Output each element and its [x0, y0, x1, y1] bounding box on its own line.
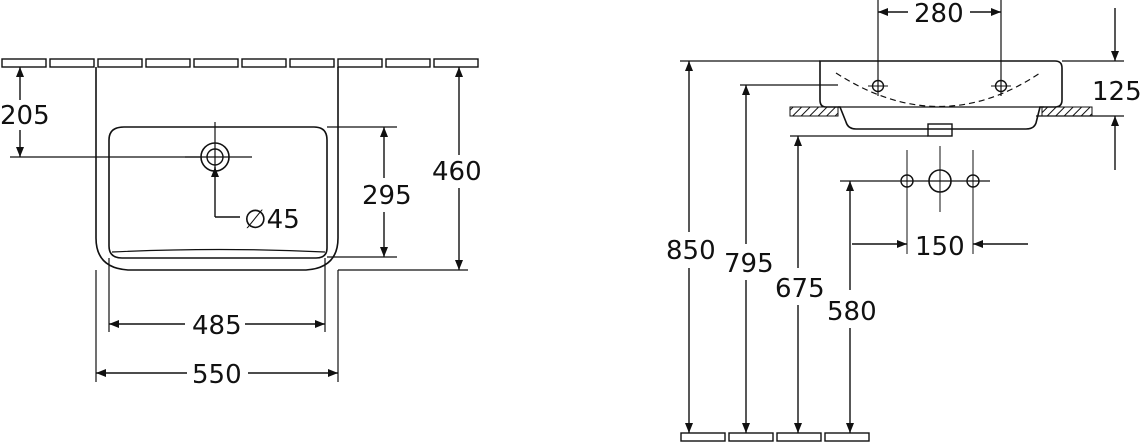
pipe-connections — [900, 146, 980, 254]
basin-drain — [927, 123, 953, 137]
basin-bowl-outline — [108, 126, 328, 259]
dim-outer-width-label: 550 — [192, 360, 242, 390]
dim-pipe-spacing-label: 150 — [915, 232, 965, 262]
wall-hatch-left — [789, 106, 839, 117]
dim-height-bottom-label: 675 — [775, 274, 825, 304]
tap-holes-side — [868, 79, 1011, 93]
top-view: 205 ∅45 295 460 485 550 — [0, 58, 482, 390]
dim-thickness-label: 125 — [1092, 77, 1140, 107]
dim-offset-label: 205 — [0, 101, 50, 131]
dim-inner-depth-label: 295 — [362, 181, 412, 211]
dim-height-lower-label: 795 — [724, 249, 774, 279]
side-view: 280 125 850 795 675 580 — [666, 0, 1140, 442]
basin-bowl-dashed — [835, 72, 1041, 108]
basin-side-outline — [819, 60, 1063, 130]
basin-inner-curve — [111, 248, 326, 253]
dim-height-pipes-label: 580 — [827, 297, 877, 327]
dim-hole-spacing-label: 280 — [914, 0, 964, 29]
wall-hatch-right — [1041, 106, 1093, 117]
tap-hole — [185, 122, 252, 174]
basin-outer-outline — [95, 67, 339, 271]
floor-tiles — [680, 432, 870, 442]
dim-height-rim-label: 850 — [666, 236, 716, 266]
dim-outer-depth-label: 460 — [432, 157, 482, 187]
dim-inner-width-label: 485 — [192, 311, 242, 341]
dim-hole-diameter-label: ∅45 — [244, 205, 300, 235]
wall-top-view — [1, 58, 479, 68]
